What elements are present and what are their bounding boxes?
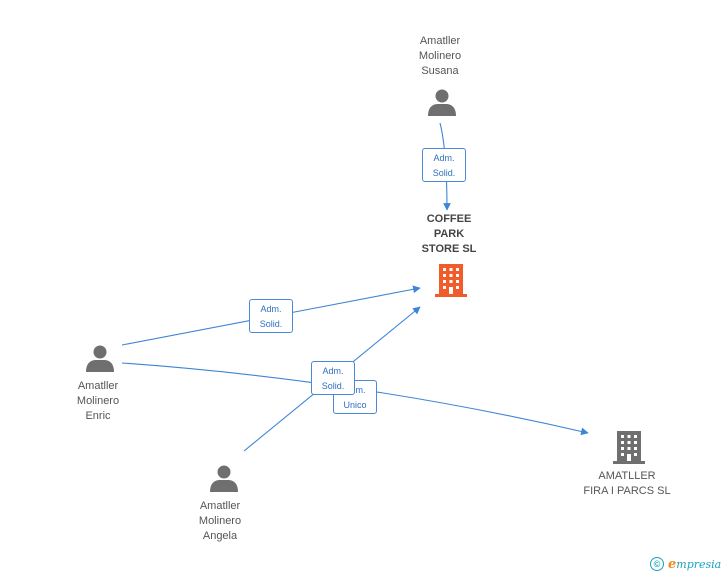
copyright-icon: © (650, 557, 664, 571)
node-label-susana[interactable]: Amatller Molinero Susana (418, 35, 462, 77)
node-label-angela[interactable]: Amatller Molinero Angela (198, 500, 242, 542)
building-icon-amatller-fira[interactable] (613, 431, 645, 464)
edge-label-angela-adm-solid[interactable]: Adm. Solid. (311, 361, 355, 395)
person-icon-enric[interactable] (86, 345, 114, 373)
node-label-amatller-fira[interactable]: AMATLLER FIRA I PARCS SL (583, 470, 671, 497)
person-icon-angela[interactable] (210, 465, 238, 493)
node-label-enric[interactable]: Amatller Molinero Enric (76, 380, 120, 422)
person-icon-susana[interactable] (428, 89, 456, 117)
node-label-coffee-park[interactable]: COFFEE PARK STORE SL (421, 213, 477, 255)
edge-label-enric-adm-solid[interactable]: Adm. Solid. (249, 299, 293, 333)
brand-watermark: © empresia (650, 556, 721, 572)
edge-label-susana-adm-solid[interactable]: Adm. Solid. (422, 148, 466, 182)
brand-name: empresia (668, 556, 722, 572)
building-icon-coffee-park[interactable] (435, 264, 467, 297)
